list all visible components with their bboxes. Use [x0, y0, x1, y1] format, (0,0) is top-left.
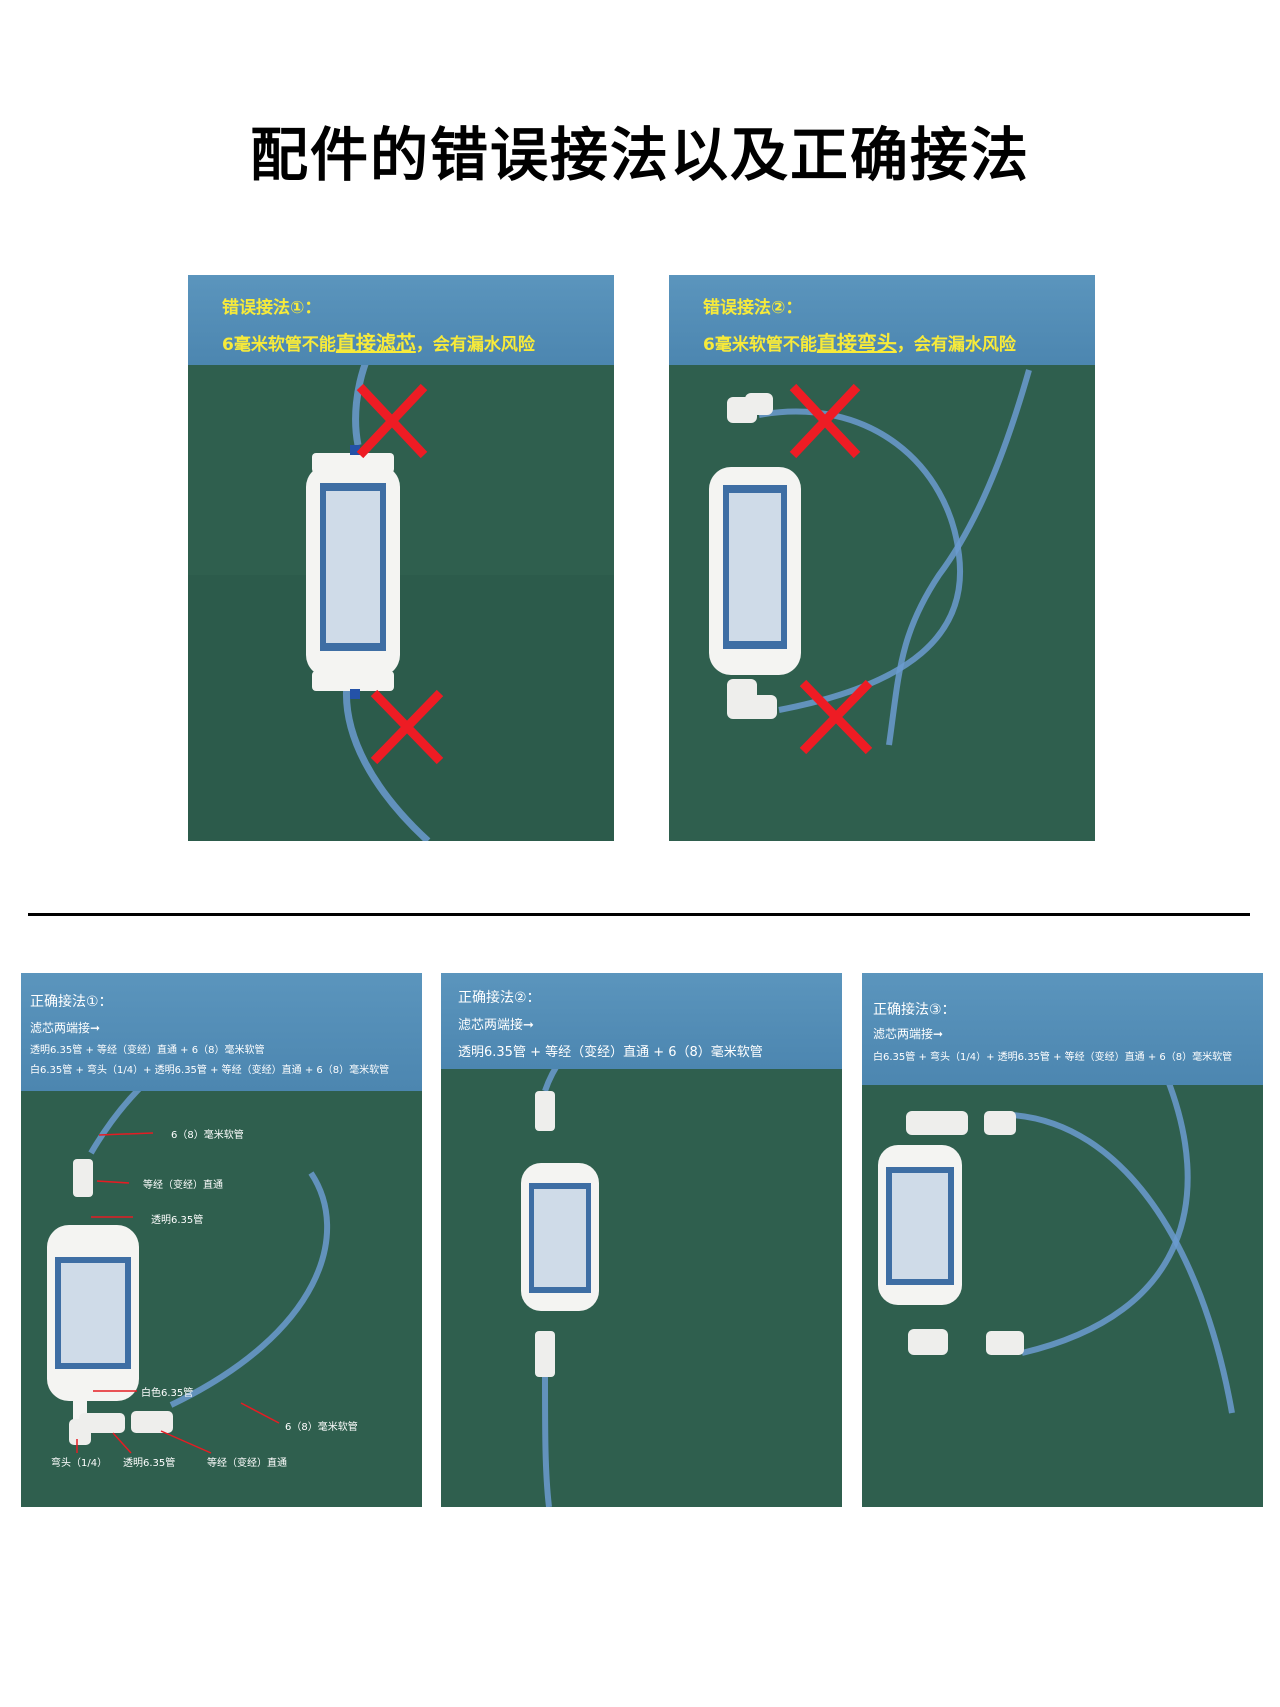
arrow-line — [160, 1430, 212, 1454]
wrong-marks — [356, 383, 444, 765]
wrong-method-2-photo: 错误接法②： 6毫米软管不能直接弯头，会有漏水风险 — [669, 275, 1095, 841]
correct-method-1-photo: 正确接法①： 滤芯两端接➞ 透明6.35管 + 等经（变经）直通 + 6（8）毫… — [21, 973, 422, 1507]
wrong-method-1-illustration — [188, 275, 614, 841]
caption-line: 透明6.35管 + 等经（变经）直通 + 6（8）毫米软管 — [30, 1045, 265, 1056]
caption-line: 滤芯两端接➞ — [458, 1018, 534, 1033]
red-cross-icon — [356, 383, 428, 459]
wrong-method-1-photo: 错误接法①： 6毫米软管不能直接滤芯，会有漏水风险 — [188, 275, 614, 841]
correct-method-3-photo: 正确接法③： 滤芯两端接➞ 白6.35管 + 弯头（1/4）+ 透明6.35管 … — [862, 973, 1263, 1507]
arrow-line — [112, 1432, 132, 1454]
warning-text: 6毫米软管不能 — [703, 335, 817, 355]
red-cross-icon — [799, 679, 873, 755]
correct-method-3-heading: 正确接法③： — [873, 1002, 956, 1018]
arrow-line — [96, 1180, 130, 1184]
red-cross-icon — [370, 689, 444, 765]
arrow-line — [240, 1402, 280, 1424]
warning-text: ，会有漏水风险 — [896, 335, 1016, 355]
correct-method-2-photo: 正确接法②： 滤芯两端接➞ 透明6.35管 + 等经（变经）直通 + 6（8）毫… — [441, 973, 842, 1507]
callout-label: 等经（变经）直通 — [207, 1458, 287, 1469]
wrong-method-2-heading: 错误接法②： — [703, 298, 803, 318]
warning-text: 6毫米软管不能 — [222, 335, 336, 355]
correct-method-2-caption: 正确接法②： 滤芯两端接➞ 透明6.35管 + 等经（变经）直通 + 6（8）毫… — [441, 973, 842, 1069]
correct-method-1-heading: 正确接法①： — [30, 994, 113, 1010]
caption-line: 滤芯两端接➞ — [30, 1021, 101, 1035]
callout-label: 6（8）毫米软管 — [285, 1422, 358, 1433]
caption-line: 滤芯两端接➞ — [873, 1027, 944, 1041]
wrong-method-2-caption: 错误接法②： 6毫米软管不能直接弯头，会有漏水风险 — [669, 275, 1095, 365]
arrow-line — [98, 1132, 154, 1136]
wrong-method-2-illustration — [669, 275, 1095, 841]
callout-label: 透明6.35管 — [151, 1215, 204, 1226]
callout-label: 白色6.35管 — [141, 1388, 194, 1399]
wrong-marks — [789, 383, 873, 755]
warning-emphasis: 直接滤芯 — [335, 331, 416, 355]
correct-method-2-heading: 正确接法②： — [458, 990, 541, 1006]
callout-label: 透明6.35管 — [123, 1458, 176, 1469]
callout-label: 弯头（1/4） — [51, 1458, 108, 1469]
callout-label: 等经（变经）直通 — [143, 1180, 223, 1191]
section-divider — [28, 913, 1250, 916]
callout-arrows — [76, 1132, 280, 1454]
callout-label: 6（8）毫米软管 — [171, 1130, 244, 1141]
wrong-method-1-warning: 6毫米软管不能直接滤芯，会有漏水风险 — [222, 327, 535, 356]
red-cross-icon — [789, 383, 861, 459]
caption-line: 透明6.35管 + 等经（变经）直通 + 6（8）毫米软管 — [458, 1045, 763, 1060]
wrong-method-2-warning: 6毫米软管不能直接弯头，会有漏水风险 — [703, 327, 1016, 356]
caption-line: 白6.35管 + 弯头（1/4）+ 透明6.35管 + 等经（变经）直通 + 6… — [30, 1065, 390, 1076]
warning-text: ，会有漏水风险 — [415, 335, 535, 355]
warning-emphasis: 直接弯头 — [816, 331, 897, 355]
correct-method-3-caption: 正确接法③： 滤芯两端接➞ 白6.35管 + 弯头（1/4）+ 透明6.35管 … — [862, 973, 1263, 1085]
wrong-method-1-heading: 错误接法①： — [222, 298, 322, 318]
correct-method-1-caption: 正确接法①： 滤芯两端接➞ 透明6.35管 + 等经（变经）直通 + 6（8）毫… — [21, 973, 422, 1091]
page-title: 配件的错误接法以及正确接法 — [249, 121, 1030, 189]
caption-line: 白6.35管 + 弯头（1/4）+ 透明6.35管 + 等经（变经）直通 + 6… — [873, 1052, 1233, 1063]
wrong-method-1-caption: 错误接法①： 6毫米软管不能直接滤芯，会有漏水风险 — [188, 275, 614, 365]
